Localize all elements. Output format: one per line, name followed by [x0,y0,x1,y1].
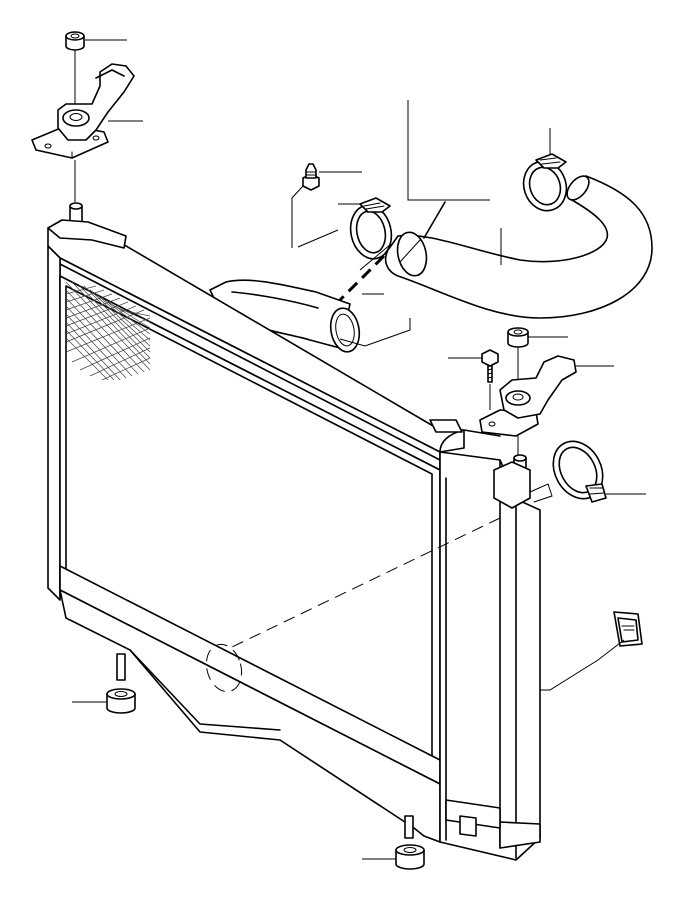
hose-clamp-2 [349,197,393,260]
rubber-bushing-bottom-left [106,653,136,714]
leader-line [407,100,490,201]
radiator [47,202,553,861]
rubber-bushing-top-left [65,31,85,51]
leader-line [339,318,411,347]
core-fin-pattern [65,281,151,381]
assembly-line [229,517,501,649]
upper-bracket-left [31,63,135,159]
hose-clamp-1 [522,153,568,212]
leader-line [540,639,625,691]
rubber-bushing-bottom-right [395,815,425,870]
upper-bracket-right [479,355,577,437]
bleed-screw [302,163,320,191]
bolt [481,349,499,383]
clip [613,611,643,647]
radiator-outlet [209,279,361,353]
wire [423,201,446,239]
assembly-line [338,254,386,302]
rubber-bushing-top-right [507,327,529,348]
hose-clamp-3 [552,440,607,503]
upper-coolant-hose [384,175,653,319]
leader-line [297,229,392,271]
lower-hose-connection [205,643,243,693]
leader-line [291,185,304,248]
